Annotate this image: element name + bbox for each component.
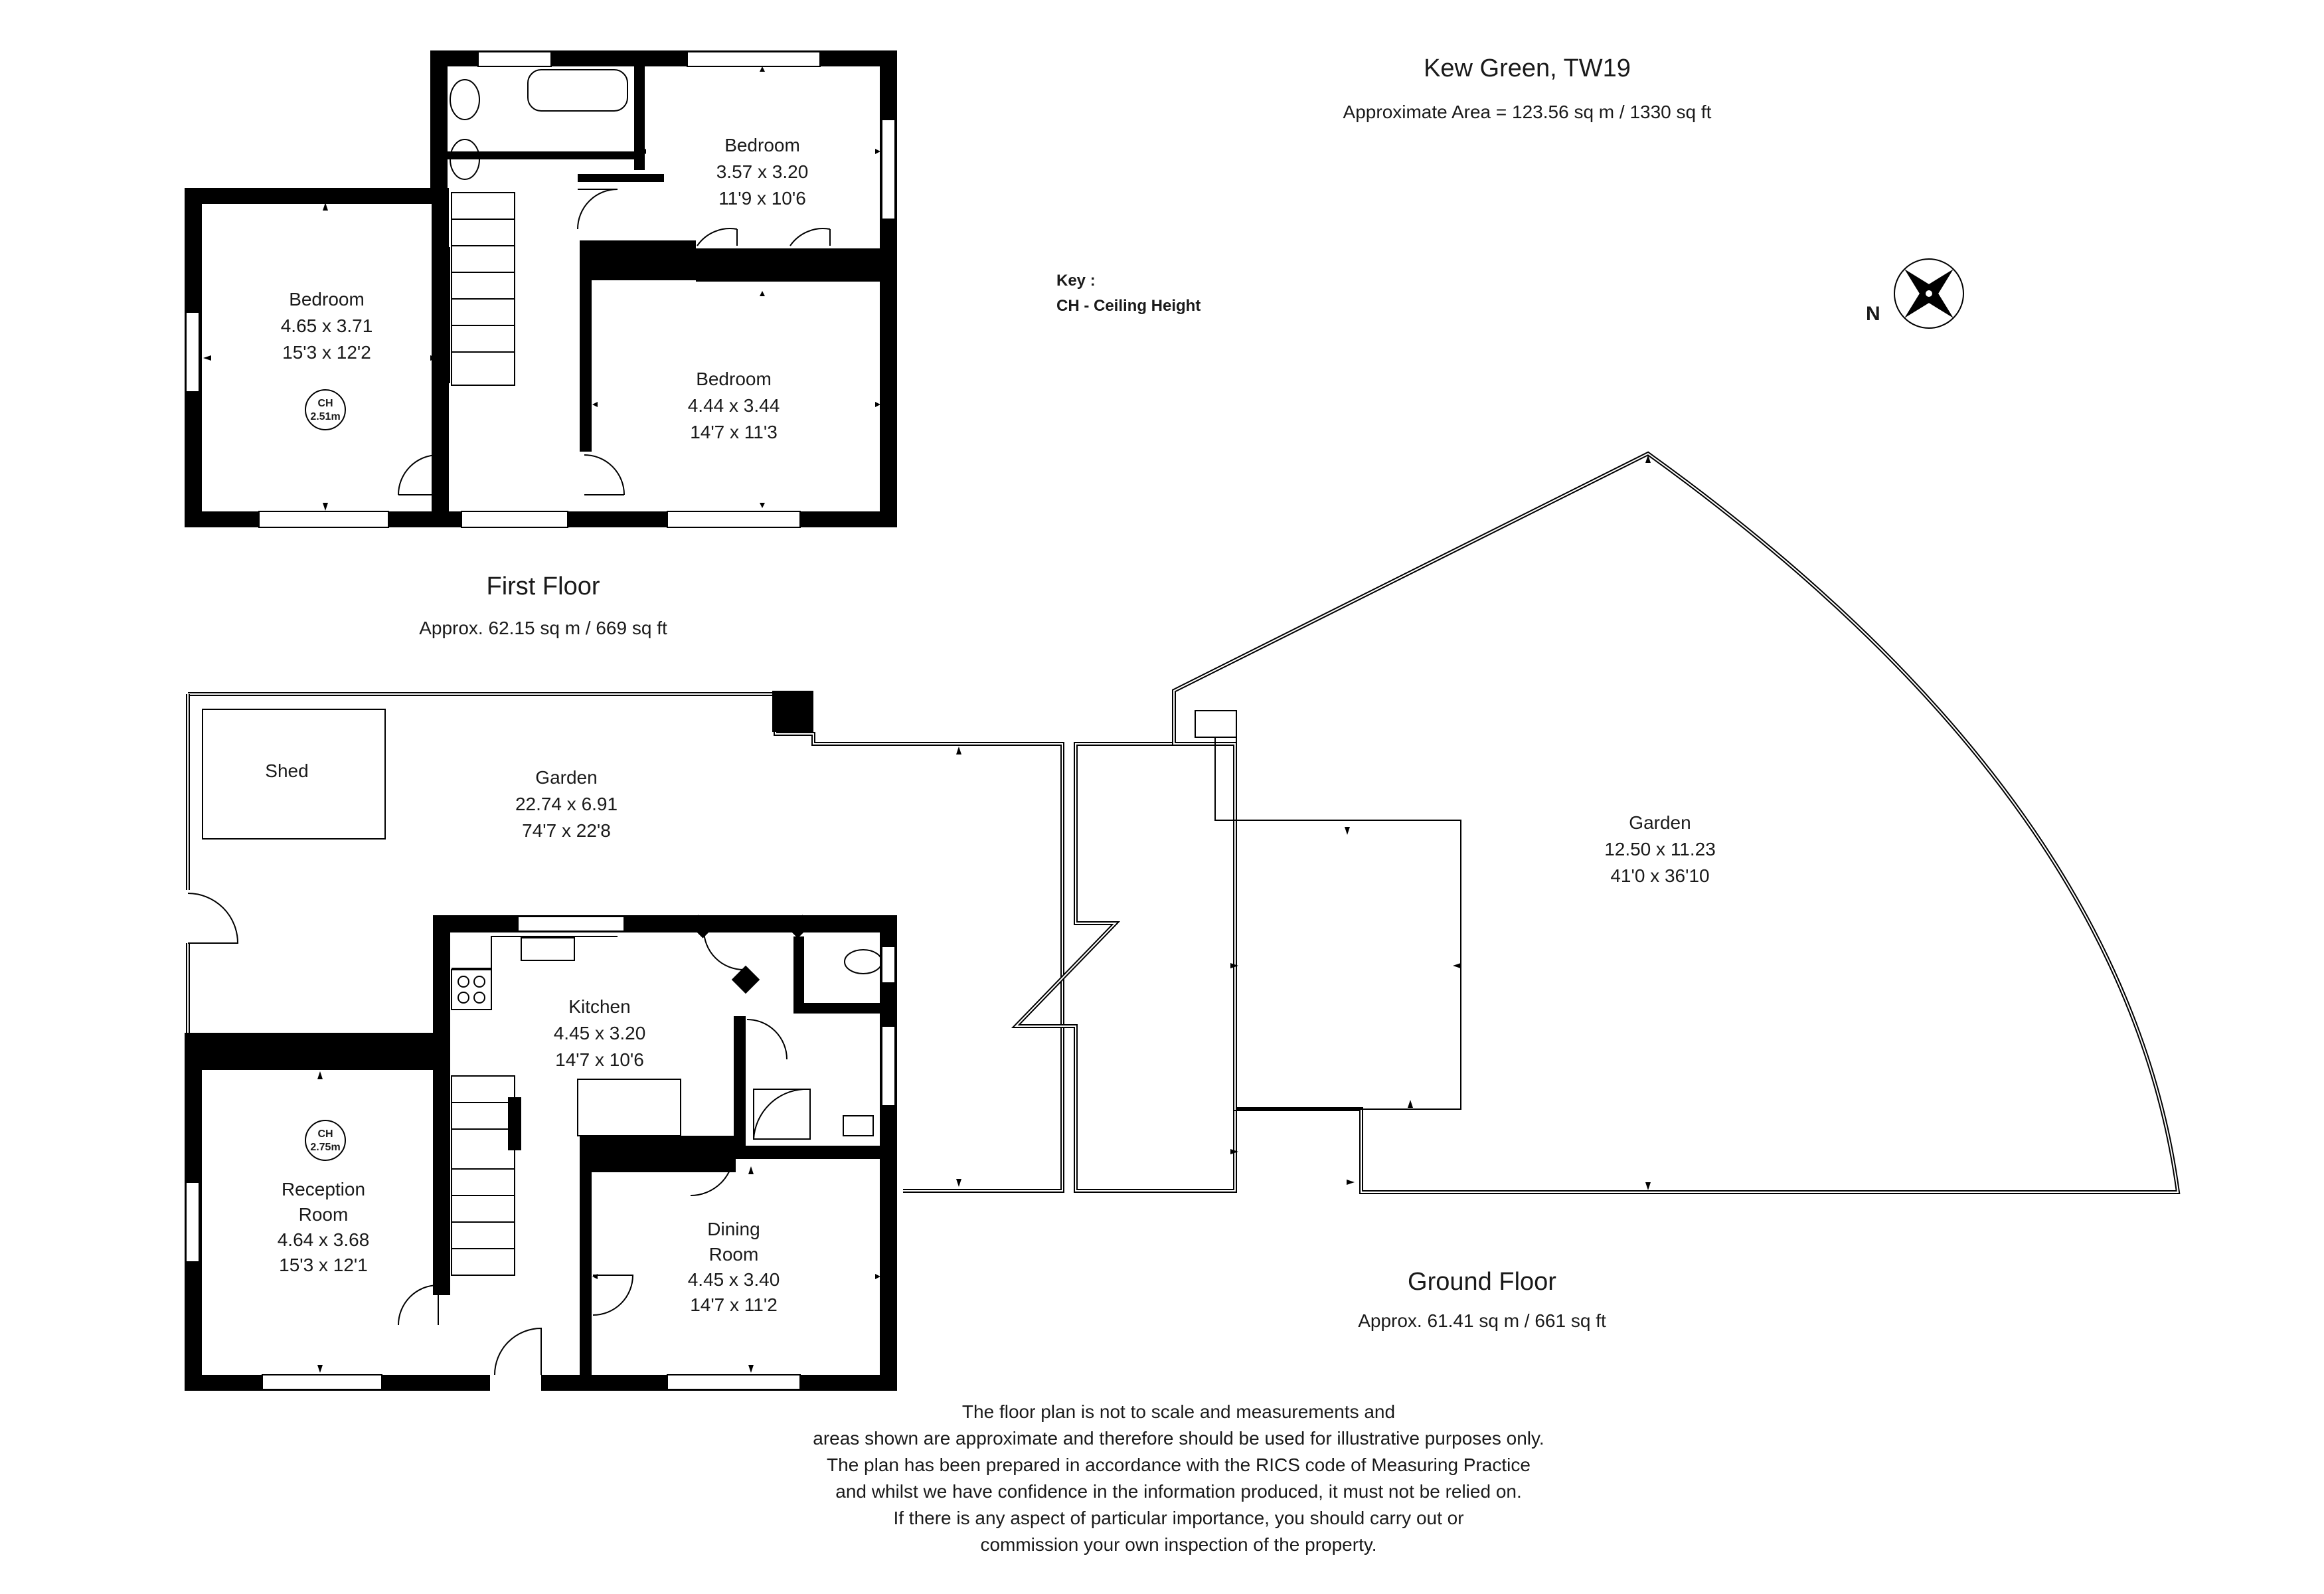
ff-bedroom-1-name: Bedroom bbox=[289, 289, 365, 310]
kitchen-name: Kitchen bbox=[568, 996, 630, 1017]
dimension-arrows bbox=[203, 66, 1651, 1373]
dining-imperial: 14'7 x 11'2 bbox=[690, 1294, 778, 1315]
disclaimer-line: areas shown are approximate and therefor… bbox=[813, 1428, 1544, 1449]
ff-ceiling-label: CH bbox=[317, 398, 333, 409]
gf-ceiling-label: CH bbox=[317, 1128, 333, 1140]
shed-label: Shed bbox=[265, 760, 308, 781]
rear-garden-imperial: 74'7 x 22'8 bbox=[522, 820, 611, 841]
disclaimer-line: commission your own inspection of the pr… bbox=[980, 1534, 1376, 1555]
dining-metric: 4.45 x 3.40 bbox=[688, 1269, 780, 1290]
reception-metric: 4.64 x 3.68 bbox=[278, 1229, 370, 1250]
ff-bedroom-1-imperial: 15'3 x 12'2 bbox=[282, 342, 371, 363]
side-garden-imperial: 41'0 x 36'10 bbox=[1610, 865, 1709, 886]
disclaimer-line: The floor plan is not to scale and measu… bbox=[962, 1401, 1395, 1422]
disclaimer-line: The plan has been prepared in accordance… bbox=[827, 1455, 1531, 1475]
ff-bedroom-3-name: Bedroom bbox=[696, 369, 772, 389]
dining-name-2: Room bbox=[709, 1244, 759, 1265]
disclaimer: The floor plan is not to scale and measu… bbox=[813, 1401, 1544, 1555]
key-line: CH - Ceiling Height bbox=[1056, 297, 1201, 315]
reception-imperial: 15'3 x 12'1 bbox=[279, 1255, 368, 1275]
disclaimer-line: and whilst we have confidence in the inf… bbox=[835, 1481, 1522, 1502]
reception-name-2: Room bbox=[299, 1204, 349, 1225]
compass-north-label: N bbox=[1866, 303, 1880, 325]
first-floor-plan bbox=[185, 50, 897, 528]
ff-bedroom-3-metric: 4.44 x 3.44 bbox=[688, 395, 780, 416]
side-garden-name: Garden bbox=[1629, 812, 1691, 833]
compass-rose-icon bbox=[1894, 258, 1964, 329]
rear-garden-metric: 22.74 x 6.91 bbox=[515, 794, 618, 814]
ff-bedroom-1-metric: 4.65 x 3.71 bbox=[281, 315, 373, 336]
first-floor-area: Approx. 62.15 sq m / 669 sq ft bbox=[419, 618, 667, 638]
ff-bedroom-2-imperial: 11'9 x 10'6 bbox=[718, 188, 806, 209]
total-area: Approximate Area = 123.56 sq m / 1330 sq… bbox=[1343, 102, 1712, 122]
disclaimer-line: If there is any aspect of particular imp… bbox=[893, 1508, 1463, 1528]
rear-garden-name: Garden bbox=[535, 767, 597, 788]
first-floor-name: First Floor bbox=[487, 573, 600, 600]
reception-name-1: Reception bbox=[282, 1179, 365, 1199]
ground-floor-area: Approx. 61.41 sq m / 661 sq ft bbox=[1358, 1310, 1606, 1331]
ff-bedroom-3-imperial: 14'7 x 11'3 bbox=[690, 422, 778, 442]
ff-bedroom-2-name: Bedroom bbox=[724, 135, 800, 155]
ground-floor-name: Ground Floor bbox=[1408, 1268, 1556, 1296]
ff-ceiling-value: 2.51m bbox=[310, 411, 340, 422]
kitchen-imperial: 14'7 x 10'6 bbox=[555, 1049, 644, 1070]
dining-name-1: Dining bbox=[707, 1219, 760, 1239]
ff-bedroom-2-metric: 3.57 x 3.20 bbox=[716, 161, 809, 182]
property-title: Kew Green, TW19 bbox=[1424, 54, 1631, 82]
side-garden-metric: 12.50 x 11.23 bbox=[1604, 839, 1716, 859]
gf-ceiling-value: 2.75m bbox=[310, 1142, 340, 1153]
key-title: Key : bbox=[1056, 272, 1096, 290]
ground-floor-plan bbox=[185, 451, 2181, 1391]
kitchen-metric: 4.45 x 3.20 bbox=[554, 1023, 646, 1043]
